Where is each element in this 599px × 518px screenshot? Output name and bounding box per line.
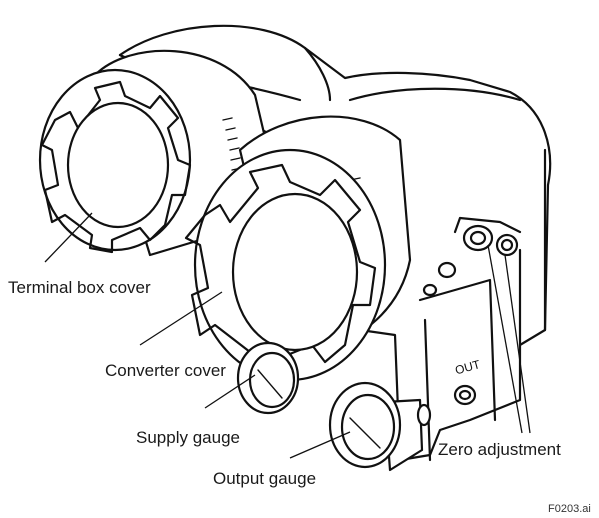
leader-lines	[44, 212, 531, 459]
out-marking: OUT	[454, 357, 483, 377]
figure-code: F0203.ai	[548, 503, 591, 515]
converter-cover-label: Converter cover	[105, 361, 226, 380]
supply-gauge-label: Supply gauge	[136, 428, 240, 447]
leader-zero-adjustment-b	[504, 254, 531, 434]
output-gauge-drawing	[328, 381, 432, 472]
leader-terminal-box-cover	[44, 212, 93, 263]
output-gauge-label: Output gauge	[213, 469, 316, 488]
leader-supply-gauge	[204, 374, 256, 409]
zero-adjustment-drawing	[453, 216, 522, 257]
leader-output-gauge	[289, 431, 351, 459]
zero-adjustment-label: Zero adjustment	[438, 440, 561, 459]
converter-cover-drawing	[184, 115, 412, 382]
terminal-box-cover-drawing	[38, 49, 277, 257]
out-port: OUT	[454, 357, 483, 406]
leader-zero-adjustment-a	[487, 244, 523, 434]
terminal-box-cover-label: Terminal box cover	[8, 278, 151, 297]
supply-gauge-drawing	[236, 341, 300, 415]
leader-converter-cover	[139, 291, 223, 346]
